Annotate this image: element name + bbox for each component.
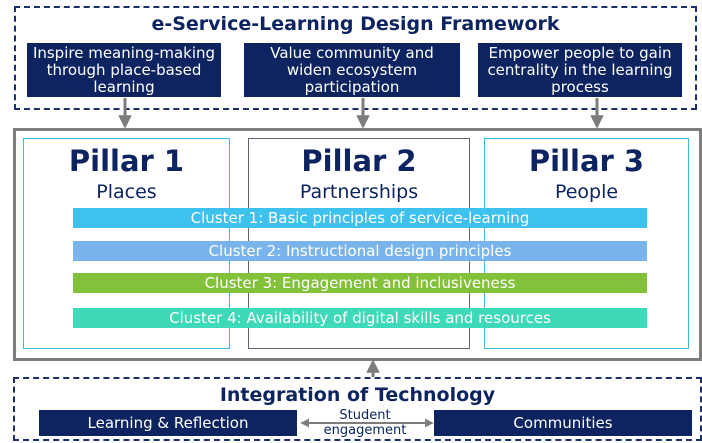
learning-reflection-box: Learning & Reflection bbox=[39, 410, 297, 436]
pillar-1-title: Pillar 1 bbox=[68, 144, 185, 178]
pillar-2-title: Pillar 2 bbox=[301, 144, 417, 178]
cluster-1-bar: Cluster 1: Basic principles of service-l… bbox=[73, 208, 647, 228]
pillars-frame bbox=[13, 128, 702, 361]
goal-places: Inspire meaning-making through place-bas… bbox=[27, 43, 221, 97]
pillar-3-box: Pillar 3 People bbox=[484, 138, 689, 349]
cluster-2-bar: Cluster 2: Instructional design principl… bbox=[73, 241, 647, 261]
framework-frame bbox=[14, 6, 697, 110]
pillar-2-subtitle: Partnerships bbox=[299, 181, 419, 203]
integration-title: Integration of Technology bbox=[219, 384, 496, 406]
integration-frame bbox=[13, 377, 702, 441]
cluster-3-bar: Cluster 3: Engagement and inclusiveness bbox=[73, 273, 647, 293]
pillar-2-box: Pillar 2 Partnerships bbox=[248, 138, 470, 349]
cluster-4-bar: Cluster 4: Availability of digital skill… bbox=[73, 308, 647, 328]
goal-partnerships: Value community and widen ecosystem part… bbox=[244, 43, 460, 97]
communities-box: Communities bbox=[434, 410, 692, 436]
pillar-1-subtitle: Places bbox=[96, 181, 157, 203]
goal-people: Empower people to gain centrality in the… bbox=[478, 43, 682, 97]
pillar-3-title: Pillar 3 bbox=[528, 144, 645, 178]
pillar-3-subtitle: People bbox=[554, 181, 619, 203]
framework-title: e-Service-Learning Design Framework bbox=[151, 13, 560, 35]
